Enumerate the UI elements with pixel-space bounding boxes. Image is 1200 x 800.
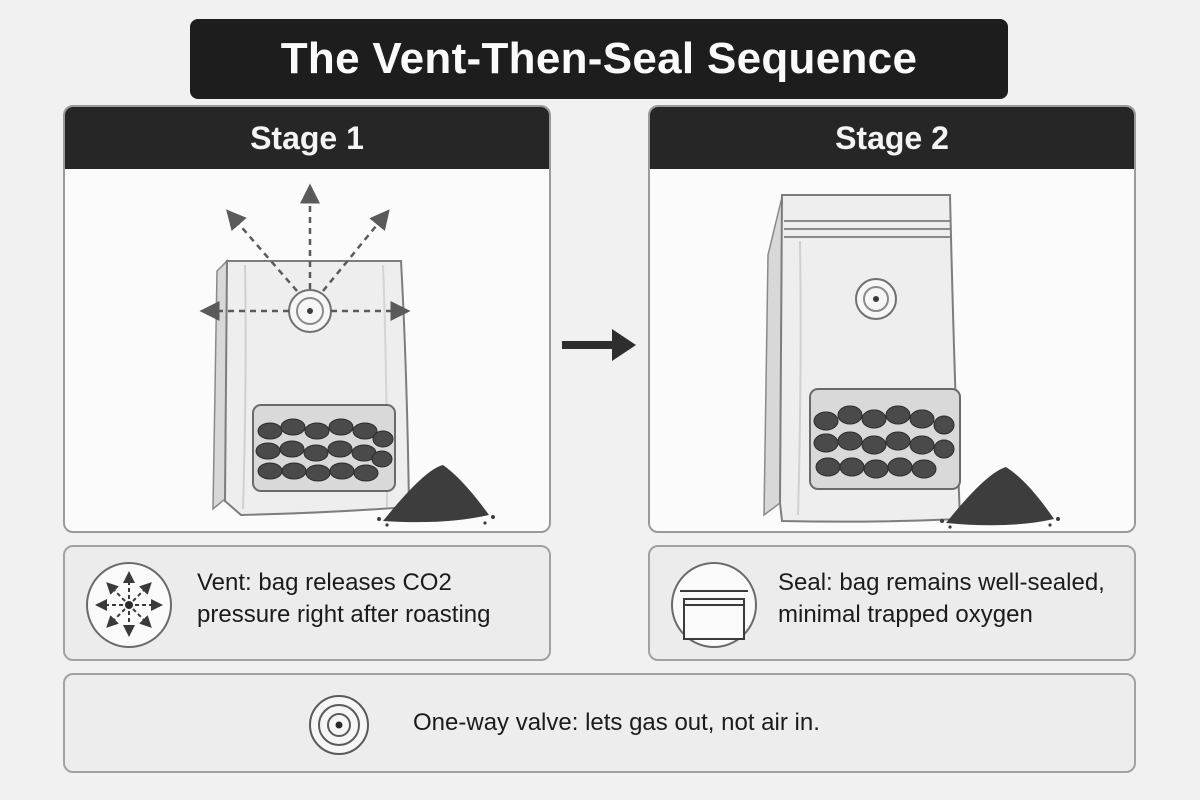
zip-seal-lines bbox=[784, 220, 950, 238]
flow-arrow-icon bbox=[562, 329, 636, 361]
coffee-grounds-pile bbox=[383, 465, 489, 523]
venting-bag-illustration bbox=[199, 183, 495, 527]
title-banner: The Vent-Then-Seal Sequence bbox=[190, 19, 1008, 99]
stage-2-panel: Stage 2 bbox=[648, 105, 1136, 533]
stage-2-caption-text: Seal: bag remains well-sealed, minimal t… bbox=[778, 569, 1105, 628]
one-way-valve-icon bbox=[309, 695, 369, 755]
vent-arrows bbox=[199, 183, 411, 321]
stage-1-panel: Stage 1 bbox=[63, 105, 551, 533]
stage-2-heading: Stage 2 bbox=[650, 107, 1134, 169]
valve-note-box: One-way valve: lets gas out, not air in. bbox=[63, 673, 1136, 773]
sealed-bag-illustration bbox=[763, 194, 1060, 529]
sealed-bag-top-icon bbox=[671, 562, 757, 648]
valve-icon bbox=[855, 278, 897, 320]
stage-2-caption-box: Seal: bag remains well-sealed, minimal t… bbox=[648, 545, 1136, 661]
coffee-grounds-pile bbox=[946, 467, 1054, 526]
stage-1-caption-box: Vent: bag releases CO2 pressure right af… bbox=[63, 545, 551, 661]
page-title: The Vent-Then-Seal Sequence bbox=[280, 34, 918, 83]
valve-note-text: One-way valve: lets gas out, not air in. bbox=[413, 709, 820, 736]
valve-icon bbox=[288, 289, 332, 333]
stage-1-heading: Stage 1 bbox=[65, 107, 549, 169]
coffee-beans bbox=[813, 405, 955, 479]
coffee-beans bbox=[255, 418, 394, 482]
stage-1-caption-text: Vent: bag releases CO2 pressure right af… bbox=[197, 569, 491, 628]
radiating-arrows-icon bbox=[86, 562, 172, 648]
